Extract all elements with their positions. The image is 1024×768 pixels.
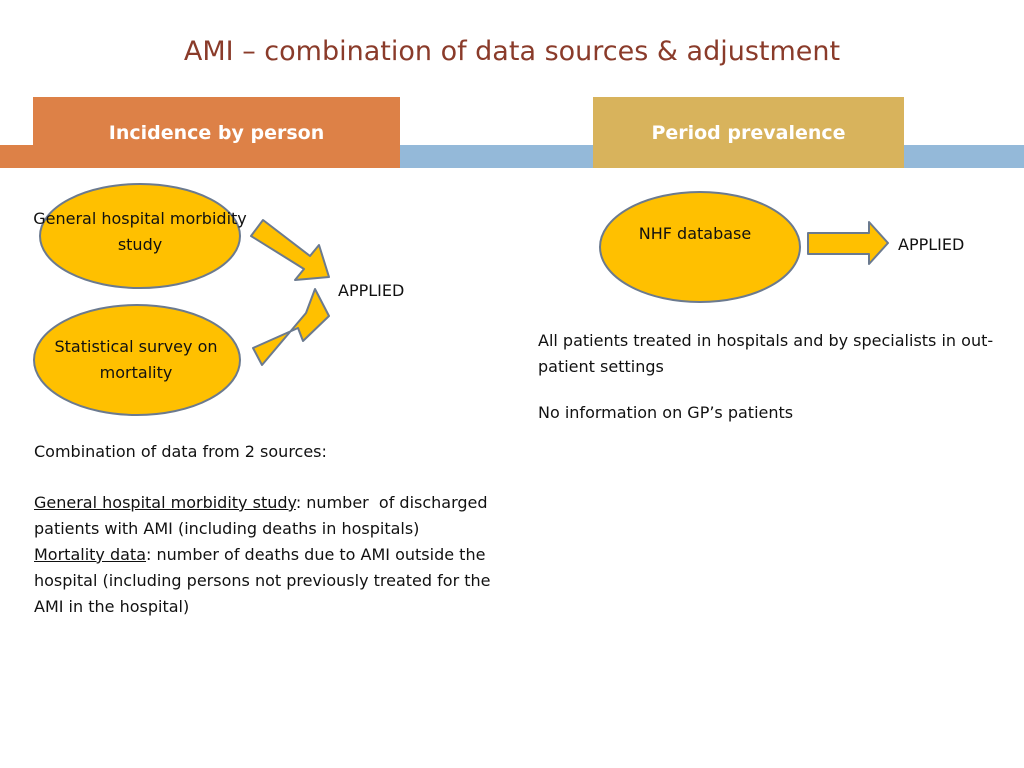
detail-text: number of deaths due to AMI outside the [151,545,486,564]
source-ellipse-hospital-morbidity [39,183,241,289]
detail-line: Mortality data: number of deaths due to … [34,542,524,568]
header-band-right [904,145,1024,168]
combination-details: General hospital morbidity study: number… [34,490,524,620]
arrow-up-right-icon [252,288,330,366]
result-label-right: APPLIED [898,235,965,254]
detail-separator: : [146,545,152,564]
slide-title: AMI – combination of data sources & adju… [183,36,841,67]
note-hospital-specialists: All patients treated in hospitals and by… [538,328,1024,380]
source-label-hospital-morbidity: General hospital morbidity study [10,206,270,258]
detail-label-hospital-morbidity: General hospital morbidity study [34,493,296,512]
source-label-line: mortality [99,363,173,382]
source-ellipse-nhf-database [599,191,801,303]
detail-line: AMI in the hospital) [34,597,190,616]
combination-intro: Combination of data from 2 sources: [34,442,327,461]
header-period-prevalence: Period prevalence [593,97,904,168]
source-label-mortality-survey: Statistical survey on mortality [36,334,236,386]
source-label-line: General hospital morbidity [33,209,247,228]
detail-line: General hospital morbidity study: number… [34,490,524,516]
note-line: patient settings [538,357,664,376]
arrow-down-right-icon [250,219,330,281]
detail-text: number of discharged [301,493,488,512]
result-label-left: APPLIED [338,281,405,300]
note-gp-patients: No information on GP’s patients [538,403,794,422]
detail-line: hospital (including persons not previous… [34,571,491,590]
detail-separator: : [295,493,302,512]
source-label-nhf-database: NHF database [638,224,752,243]
source-label-line: Statistical survey on [54,337,218,356]
detail-line: patients with AMI (including deaths in h… [34,519,420,538]
header-incidence-by-person: Incidence by person [33,97,400,168]
detail-label-mortality-data: Mortality data [34,545,147,564]
note-line: All patients treated in hospitals and by… [538,331,994,350]
header-band-middle [400,145,593,168]
arrow-right-icon [807,221,889,265]
source-ellipse-mortality-survey [33,304,241,416]
header-band-left [0,145,34,168]
source-label-line: study [117,235,163,254]
